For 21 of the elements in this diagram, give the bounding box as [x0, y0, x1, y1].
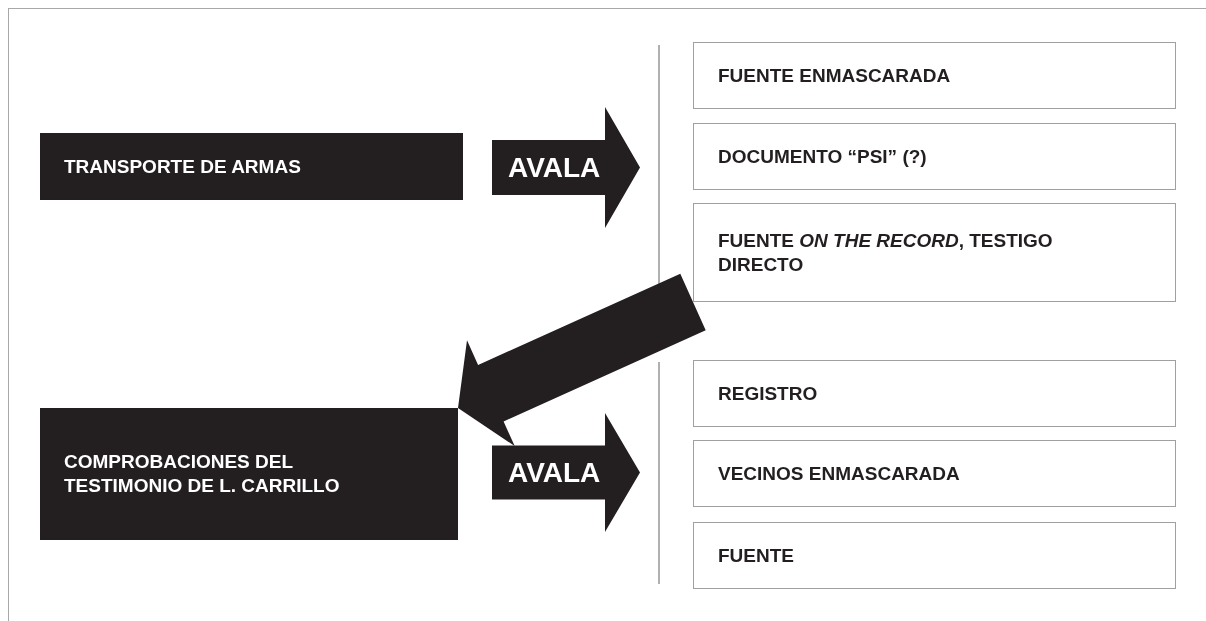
- source-box: [693, 42, 1176, 109]
- box-label: COMPROBACIONES DEL TESTIMONIO DE L. CARRILLO: [64, 450, 341, 498]
- arrow-label: AVALA: [508, 456, 601, 489]
- box-label: FUENTE ENMASCARADA: [718, 63, 951, 88]
- source-box: [693, 522, 1176, 589]
- source-box: [693, 123, 1176, 190]
- source-box: [693, 440, 1176, 507]
- box-label: TRANSPORTE DE ARMAS: [64, 154, 301, 179]
- arrow-label: AVALA: [508, 151, 601, 184]
- topic-box: [40, 133, 463, 200]
- source-box: [693, 203, 1176, 302]
- box-label: FUENTE ON THE RECORD, TESTIGO DIRECTO: [718, 228, 1054, 277]
- box-label: VECINOS ENMASCARADA: [718, 461, 960, 486]
- block-arrow: [492, 107, 640, 228]
- block-arrow: [458, 273, 706, 447]
- box-label: REGISTRO: [718, 381, 818, 406]
- box-label: FUENTE: [718, 543, 794, 568]
- topic-box: [40, 408, 458, 540]
- block-arrow: [492, 413, 640, 532]
- box-label: DOCUMENTO “PSI” (?): [718, 144, 927, 169]
- source-box: [693, 360, 1176, 427]
